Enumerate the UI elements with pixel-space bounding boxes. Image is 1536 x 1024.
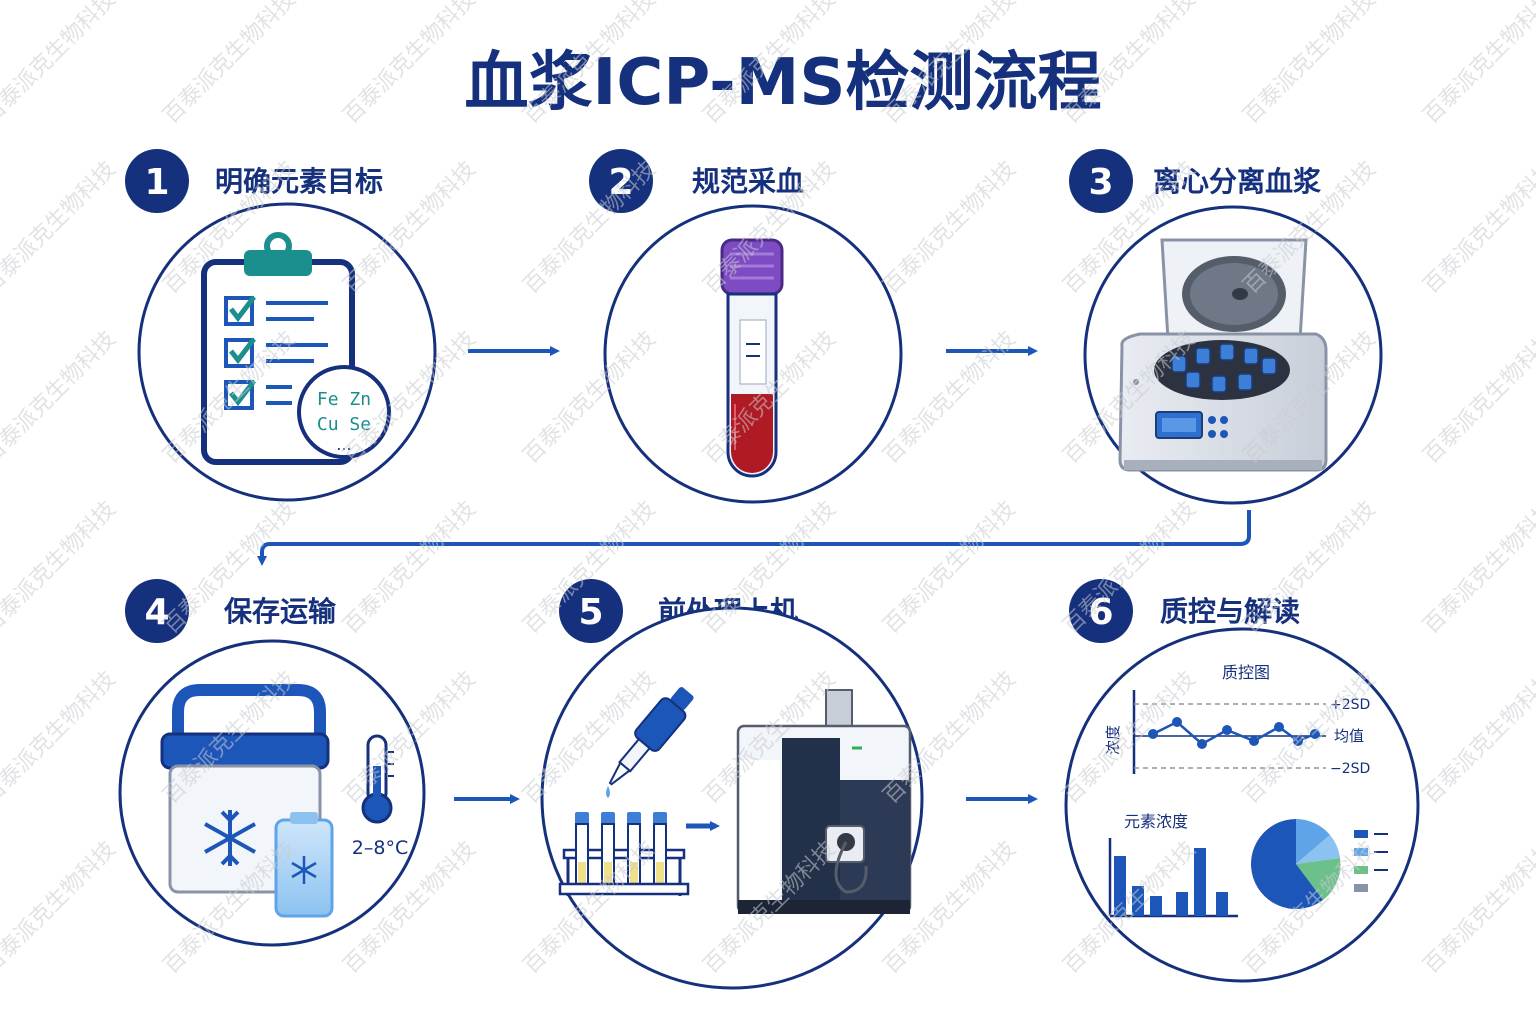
step-1-badge	[125, 149, 189, 213]
step-2-badge	[589, 149, 653, 213]
qc-lower-label: −2SD	[1330, 761, 1370, 777]
page-title: 血浆ICP-MS检测流程	[465, 46, 1102, 120]
element-badge	[297, 365, 391, 459]
step-4: 4 保存运输	[118, 579, 426, 947]
qc-chart-ylabel: 浓度	[1104, 725, 1122, 755]
blood-tube-icon	[720, 238, 784, 478]
centrifuge-icon	[1118, 238, 1328, 472]
step-3-label: 离心分离血浆	[1153, 165, 1322, 198]
step-1-label: 明确元素目标	[215, 165, 383, 198]
pie-legend	[1354, 830, 1388, 892]
step-6-number: 6	[1088, 592, 1113, 633]
qc-chart-title: 质控图	[1222, 663, 1270, 682]
element-line-1: Fe Zn	[317, 389, 371, 410]
step-3: 3 离心分离血浆	[1069, 149, 1383, 505]
icp-ms-instrument-icon	[736, 689, 912, 914]
step-6-label: 质控与解读	[1160, 595, 1300, 628]
step-2: 2 规范采血	[589, 149, 903, 504]
step-4-badge	[125, 579, 189, 643]
step-3-badge	[1069, 149, 1133, 213]
cooler-box-icon: 2–8°C	[160, 684, 408, 918]
arrow-3-4	[257, 510, 1251, 566]
step-5-number: 5	[578, 592, 603, 633]
step-5-badge	[559, 579, 623, 643]
qc-mean-label: 均值	[1334, 727, 1364, 745]
temperature-label: 2–8°C	[352, 837, 408, 859]
step-4-label: 保存运输	[224, 595, 337, 628]
step-1: 1 明确元素目标 Fe Zn Cu Se ...	[125, 149, 437, 502]
pipette-instrument-icon	[558, 687, 912, 914]
step-4-number: 4	[144, 592, 169, 633]
step-3-number: 3	[1088, 162, 1113, 203]
thermometer-icon	[361, 734, 394, 824]
step-2-label: 规范采血	[692, 165, 804, 198]
element-bars	[1114, 848, 1228, 916]
step-2-number: 2	[608, 162, 633, 203]
qc-chart-icon: 质控图 浓度 +2SD 均值 −2SD 元素浓度	[1104, 663, 1388, 918]
snowflake-icon	[204, 810, 256, 866]
element-line-2: Cu Se	[317, 414, 371, 435]
element-chart-title: 元素浓度	[1124, 812, 1188, 831]
step-6-badge	[1069, 579, 1133, 643]
pie-chart	[1251, 819, 1341, 909]
step-6: 6 质控与解读 质控图 浓度 +2SD 均值 −2SD 元素浓度	[1064, 579, 1420, 983]
element-line-3: ...	[336, 435, 351, 454]
step-5: 5 前处理上机	[540, 579, 924, 990]
clipboard-checklist-icon: Fe Zn Cu Se ...	[201, 232, 391, 465]
qc-upper-label: +2SD	[1330, 697, 1370, 713]
step-1-number: 1	[144, 162, 169, 203]
pipette-icon	[608, 687, 694, 786]
